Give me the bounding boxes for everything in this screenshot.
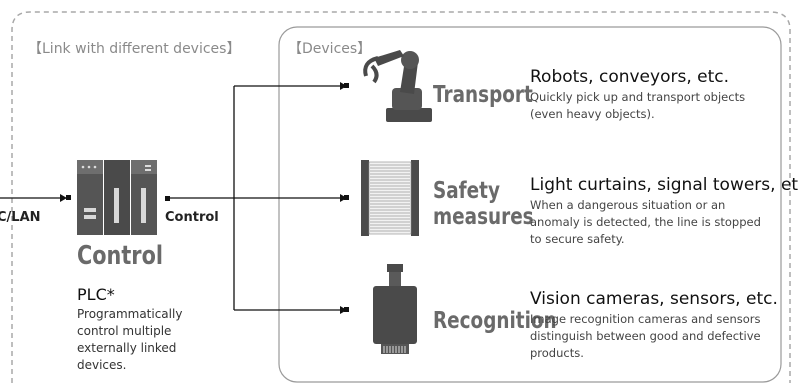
plc-icon bbox=[77, 160, 157, 235]
device-category-recognition: Recognition bbox=[433, 308, 557, 334]
plc-desc-line: devices. bbox=[77, 358, 127, 372]
device-desc-line: (even heavy objects). bbox=[530, 107, 655, 121]
device-desc-line: Image recognition cameras and sensors bbox=[530, 312, 761, 326]
device-title-safety: Light curtains, signal towers, etc. bbox=[530, 175, 799, 195]
device-desc-safety: When a dangerous situation or an anomaly… bbox=[530, 197, 780, 248]
vision-camera-icon bbox=[373, 264, 417, 354]
input-label: C/LAN bbox=[0, 210, 41, 225]
plc-description: Programmatically control multiple extern… bbox=[77, 306, 182, 374]
plc-desc-line: externally linked bbox=[77, 341, 177, 355]
category-line: Safety bbox=[433, 178, 500, 204]
device-desc-line: products. bbox=[530, 346, 584, 360]
light-curtain-icon bbox=[361, 160, 419, 236]
device-desc-transport: Quickly pick up and transport objects (e… bbox=[530, 89, 780, 123]
device-title-recognition: Vision cameras, sensors, etc. bbox=[530, 289, 778, 309]
device-title-transport: Robots, conveyors, etc. bbox=[530, 67, 730, 87]
device-desc-line: anomaly is detected, the line is stopped bbox=[530, 215, 761, 229]
outer-dashed-border bbox=[11, 11, 791, 383]
control-connector bbox=[165, 82, 349, 314]
devices-label: 【Devices】 bbox=[288, 41, 372, 57]
device-category-transport: Transport bbox=[433, 82, 533, 108]
device-desc-line: to secure safety. bbox=[530, 232, 625, 246]
plc-desc-line: control multiple bbox=[77, 324, 172, 338]
device-desc-line: Quickly pick up and transport objects bbox=[530, 90, 746, 104]
link-devices-label: 【Link with different devices】 bbox=[28, 41, 241, 57]
plc-desc-line: Programmatically bbox=[77, 307, 183, 321]
category-line: measures bbox=[433, 204, 534, 230]
plc-name: PLC* bbox=[77, 285, 115, 304]
device-desc-recognition: Image recognition cameras and sensors di… bbox=[530, 311, 780, 362]
control-connector-label: Control bbox=[165, 210, 219, 225]
input-arrow bbox=[0, 194, 71, 202]
devices-box bbox=[278, 26, 782, 383]
control-heading: Control bbox=[77, 241, 163, 271]
robot-arm-icon bbox=[363, 50, 432, 122]
device-category-safety: Safety measures bbox=[433, 178, 534, 230]
device-desc-line: When a dangerous situation or an bbox=[530, 198, 726, 212]
device-desc-line: distinguish between good and defective bbox=[530, 329, 761, 343]
